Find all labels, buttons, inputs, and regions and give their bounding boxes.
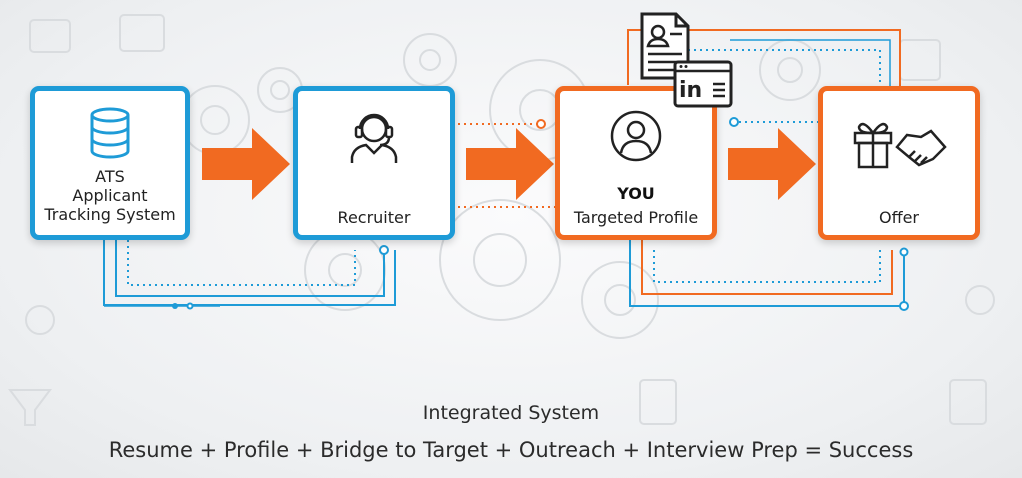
ats-recruiter-loop-inner — [115, 240, 385, 297]
recruiter-label: Recruiter — [337, 208, 411, 227]
background-doc-icon — [949, 379, 987, 425]
you-offer-loop-top-dotted — [670, 49, 881, 90]
background-doc-icon — [639, 379, 677, 425]
you-label: Targeted Profile — [573, 208, 699, 227]
you-node: YOU Targeted Profile — [555, 86, 717, 240]
connector-node — [899, 301, 909, 311]
connector-dot — [172, 303, 178, 309]
linkedin-profile-icon: in — [673, 60, 733, 108]
background-folder-icon — [119, 14, 165, 52]
connector-dot — [186, 302, 194, 310]
connector-node — [536, 119, 546, 129]
ats-recruiter-loop-dotted — [127, 240, 356, 286]
offer-node: Offer — [818, 86, 980, 240]
background-folder-icon — [29, 19, 71, 53]
you-offer-loop-bottom-orange — [641, 240, 893, 295]
background-funnel-icon — [8, 389, 52, 426]
you-offer-loop-top-orange — [627, 29, 901, 90]
gift-handshake-icon — [823, 115, 975, 171]
footer-title: Integrated System — [422, 402, 600, 424]
headset-person-icon — [298, 107, 450, 165]
offer-label: Offer — [878, 208, 920, 227]
you-offer-loop-bottom-dotted — [653, 250, 881, 283]
ats-label-short: ATS — [95, 167, 125, 186]
connector-node — [729, 117, 739, 127]
connector-node — [899, 247, 909, 257]
you-offer-loop-bottom-blue — [629, 240, 905, 307]
user-circle-icon — [560, 109, 712, 163]
ats-node: ATS Applicant Tracking System — [30, 86, 190, 240]
background-person-icon — [25, 305, 55, 335]
background-gear-icon — [439, 199, 561, 321]
ats-recruiter-loop-outer — [103, 240, 396, 306]
recruiter-node: Recruiter — [293, 86, 455, 240]
you-title: YOU — [617, 184, 655, 203]
connector-node — [379, 245, 389, 255]
ats-label-full: Applicant Tracking System — [44, 186, 176, 224]
arrow-icon — [466, 128, 554, 200]
arrow-icon — [202, 128, 290, 200]
arrow-icon — [728, 128, 816, 200]
footer-formula: Resume + Profile + Bridge to Target + Ou… — [108, 438, 914, 462]
background-person-icon — [965, 285, 995, 315]
linkedin-text: in — [679, 78, 702, 103]
database-icon — [35, 107, 185, 159]
background-gear-icon — [581, 261, 659, 339]
you-offer-loop-top-inner — [730, 39, 891, 90]
